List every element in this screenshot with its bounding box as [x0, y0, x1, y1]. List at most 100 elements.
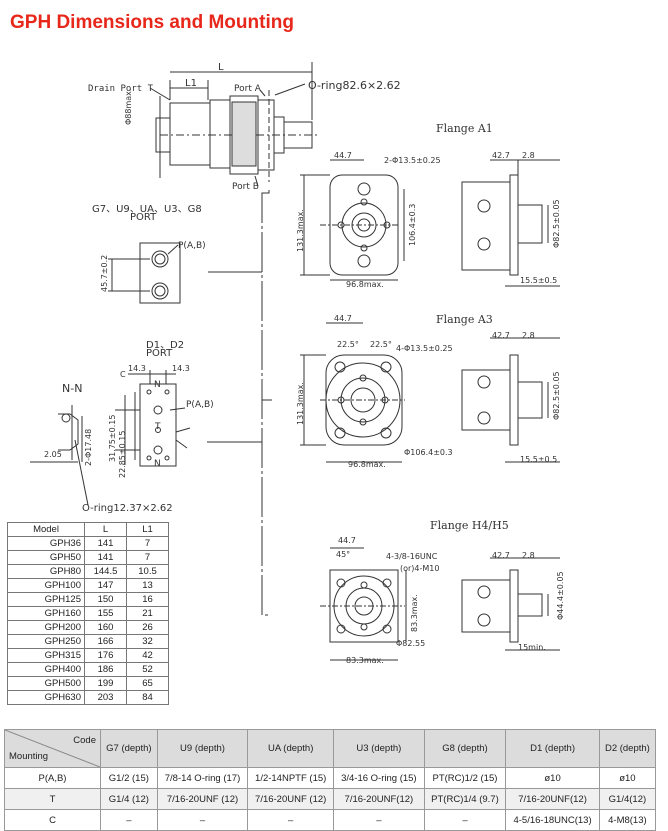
table-cell: GPH200	[7, 620, 85, 635]
table-cell: P(A,B)	[4, 767, 101, 789]
table-cell: GPH36	[7, 536, 85, 551]
table-cell: 13	[126, 578, 169, 593]
col-d1: D1 (depth)	[505, 729, 600, 768]
a1-dim-6: 2.8	[522, 151, 535, 160]
table-cell: GPH125	[7, 592, 85, 607]
table-cell: C	[4, 809, 101, 831]
a3-dim-3: 4-Φ13.5±0.25	[396, 344, 453, 353]
table-cell: 141	[84, 536, 127, 551]
a3-dim-10: 15.5±0.5	[520, 455, 558, 464]
d2285-label: 22.85±0.15	[118, 430, 127, 478]
col-l1: L1	[126, 522, 169, 537]
col-g7: G7 (depth)	[100, 729, 158, 768]
table-cell: 10.5	[126, 564, 169, 579]
d-port-label: PORT	[146, 348, 173, 359]
table-cell: 150	[84, 592, 127, 607]
table-cell: 7/16-20UNF (12)	[156, 788, 249, 810]
table-cell: GPH315	[7, 648, 85, 663]
h4-dim-4: 83.3max.	[410, 594, 419, 632]
a3-dim-0: 44.7	[334, 314, 352, 323]
table-cell: 4-5/16-18UNC(13)	[505, 809, 600, 831]
col-d2: D2 (depth)	[598, 729, 657, 768]
motor-drawing	[30, 62, 560, 661]
h4-dim-5: Φ82.55	[396, 639, 426, 648]
table-cell: 1/2-14NPTF (15)	[247, 767, 335, 789]
table-cell: PT(RC)1/4 (9.7)	[423, 788, 507, 810]
port-code-table: Code Mounting G7 (depth) U9 (depth) UA (…	[4, 729, 657, 831]
oring-main-label: O-ring82.6×2.62	[308, 79, 401, 92]
port-b-label: Port B	[232, 182, 259, 192]
table-cell: 155	[84, 606, 127, 621]
table-cell: 147	[84, 578, 127, 593]
table-row: C–––––4-5/16-18UNC(13)4-M8(13)	[4, 809, 657, 831]
n2-label: N	[154, 459, 161, 469]
a1-dim-3: 106.4±0.3	[408, 203, 417, 246]
table-cell: 186	[84, 662, 127, 677]
h4-dim-8: 2.8	[522, 551, 535, 560]
table-cell: 7/8-14 O-ring (17)	[156, 767, 249, 789]
table-cell: GPH50	[7, 550, 85, 565]
table-cell: 42	[126, 648, 169, 663]
code-label: Code	[73, 735, 96, 746]
table-cell: 4-M8(13)	[598, 809, 657, 831]
table-cell: –	[156, 809, 249, 831]
dim-l1: L1	[185, 78, 197, 89]
nn-label: N-N	[62, 382, 83, 395]
table-cell: GPH80	[7, 564, 85, 579]
d3175-label: 31.75±0.15	[108, 414, 117, 462]
table-cell: GPH400	[7, 662, 85, 677]
table-cell: G1/2 (15)	[100, 767, 158, 789]
table-cell: 7/16-20UNF(12)	[505, 788, 600, 810]
table-cell: 7	[126, 536, 169, 551]
table-cell: 144.5	[84, 564, 127, 579]
a3-dim-5: Φ106.4±0.3	[404, 448, 453, 457]
table-cell: 160	[84, 620, 127, 635]
a1-dim-5: 42.7	[492, 151, 510, 160]
table-cell: 32	[126, 634, 169, 649]
corner-header: Code Mounting	[4, 729, 101, 768]
flange-a1-title: Flange A1	[436, 122, 493, 135]
d457-label: 45.7±0.2	[100, 254, 109, 292]
table-cell: GPH100	[7, 578, 85, 593]
a1-dim-0: 44.7	[334, 151, 352, 160]
table-cell: 141	[84, 550, 127, 565]
table-cell: 21	[126, 606, 169, 621]
table-cell: GPH500	[7, 676, 85, 691]
port-a-label: Port A	[234, 84, 261, 94]
table-cell: 84	[126, 690, 169, 705]
col-l: L	[84, 522, 127, 537]
table-cell: –	[100, 809, 158, 831]
page-title: GPH Dimensions and Mounting	[10, 12, 294, 33]
dim-l: L	[218, 62, 224, 73]
oring-small-label: O-ring12.37×2.62	[82, 503, 173, 514]
table-cell: T	[4, 788, 101, 810]
a3-dim-7: 42.7	[492, 331, 510, 340]
col-ua: UA (depth)	[247, 729, 335, 768]
drain-port-label: Drain Port T	[88, 84, 154, 94]
port-rows: P(A,B)G1/2 (15)7/8-14 O-ring (17)1/2-14N…	[4, 767, 657, 831]
g7-pab-label: P(A,B)	[178, 241, 206, 251]
a1-dim-2: 131.3max.	[296, 209, 305, 252]
table-cell: 203	[84, 690, 127, 705]
a3-dim-1: 22.5°	[337, 340, 359, 349]
col-model: Model	[7, 522, 85, 537]
a3-dim-9: Φ82.5±0.05	[552, 371, 561, 420]
a1-dim-4: 96.8max.	[346, 280, 384, 289]
table-cell: ø10	[598, 767, 657, 789]
table-cell: PT(RC)1/2 (15)	[423, 767, 507, 789]
table-cell: 176	[84, 648, 127, 663]
d-pab-label: P(A,B)	[186, 400, 214, 410]
h4-dim-10: 15min.	[518, 643, 546, 652]
h4-dim-6: 83.3max.	[346, 656, 384, 665]
table-row: P(A,B)G1/2 (15)7/8-14 O-ring (17)1/2-14N…	[4, 767, 657, 789]
table-cell: GPH630	[7, 690, 85, 705]
d143a-label: 14.3	[128, 364, 146, 373]
